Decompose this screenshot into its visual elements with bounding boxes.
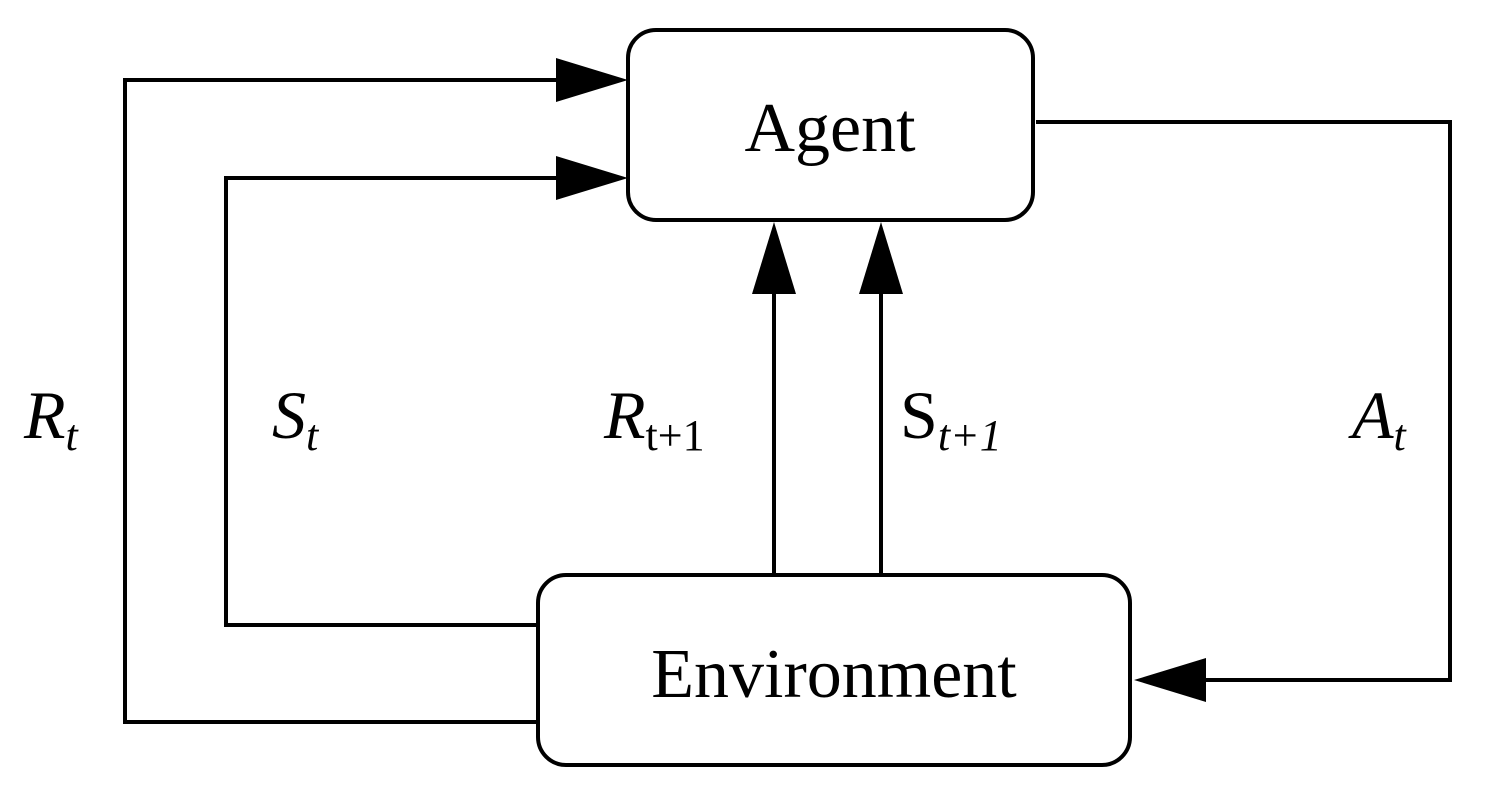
action-sub: t: [1394, 411, 1408, 460]
environment-box: [536, 573, 1132, 767]
state-t-arrowhead: [556, 156, 628, 200]
action-main: A: [1348, 377, 1394, 453]
reward-next-label: Rt+1: [603, 377, 705, 460]
reward-t-connector: [123, 78, 565, 724]
environment-label: Environment: [651, 636, 1017, 713]
state-t-label: St: [272, 377, 320, 460]
reward-next-main: R: [603, 377, 646, 453]
action-connector: [1036, 120, 1452, 682]
state-t-sub: t: [306, 411, 320, 460]
agent-box: [626, 28, 1035, 222]
state-next-main: S: [900, 377, 938, 453]
state-next-label: St+1: [900, 377, 1002, 460]
action-arrowhead: [1134, 658, 1206, 702]
state-next-arrowhead: [859, 222, 903, 294]
reward-t-main: R: [23, 377, 66, 453]
state-t-connector: [224, 176, 565, 627]
reward-next-arrowhead: [752, 222, 796, 294]
reward-t-sub: t: [66, 411, 80, 460]
state-t-main: S: [272, 377, 306, 453]
reward-t-arrowhead: [556, 58, 628, 102]
reward-t-label: Rt: [23, 377, 80, 460]
reward-next-sub: t+1: [646, 411, 705, 460]
agent-label: Agent: [744, 90, 916, 167]
action-label: At: [1348, 377, 1408, 460]
state-next-sub: t+1: [938, 411, 1002, 460]
